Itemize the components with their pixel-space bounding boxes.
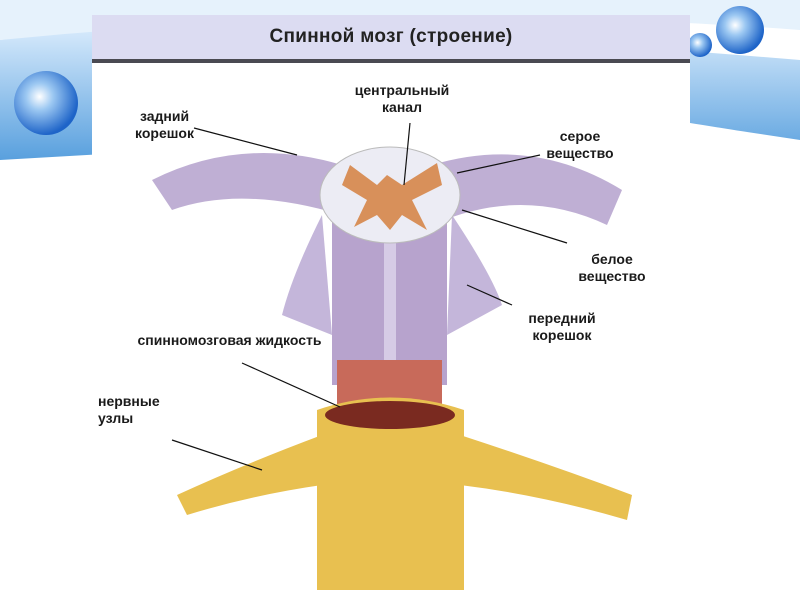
label-ventral-root: передний корешок <box>528 310 596 343</box>
label-csf: спинномозговая жидкость <box>137 332 322 348</box>
spinal-cord-illustration <box>152 122 632 590</box>
right-nerve-root <box>432 154 622 225</box>
left-nerve-root <box>152 153 342 215</box>
meninges <box>317 397 464 590</box>
left-spinal-nerve <box>177 435 322 515</box>
label-gray-matter: серое вещество <box>546 128 614 161</box>
gray-matter <box>342 163 442 230</box>
diagram-panel: Спинной мозг (строение) задний корешок <box>92 15 690 590</box>
title-bar: Спинной мозг (строение) <box>92 15 690 63</box>
top-band <box>0 0 800 40</box>
decor-sphere-right <box>716 6 764 54</box>
decor-sphere-small <box>688 33 712 57</box>
label-ganglia: нервные узлы <box>98 393 160 426</box>
label-central-canal: центральный канал <box>354 82 450 115</box>
right-ventral-rootlets <box>447 215 502 335</box>
label-white-matter: белое вещество <box>578 251 646 284</box>
right-spinal-nerve <box>460 435 632 520</box>
diagram-title: Спинной мозг (строение) <box>269 26 513 47</box>
decor-sphere-left <box>14 71 78 135</box>
sheath-opening <box>325 401 455 429</box>
median-fissure <box>384 215 396 385</box>
label-dorsal-root: задний корешок <box>135 108 194 141</box>
left-ventral-rootlets <box>282 215 332 335</box>
leader-lines <box>171 122 568 471</box>
